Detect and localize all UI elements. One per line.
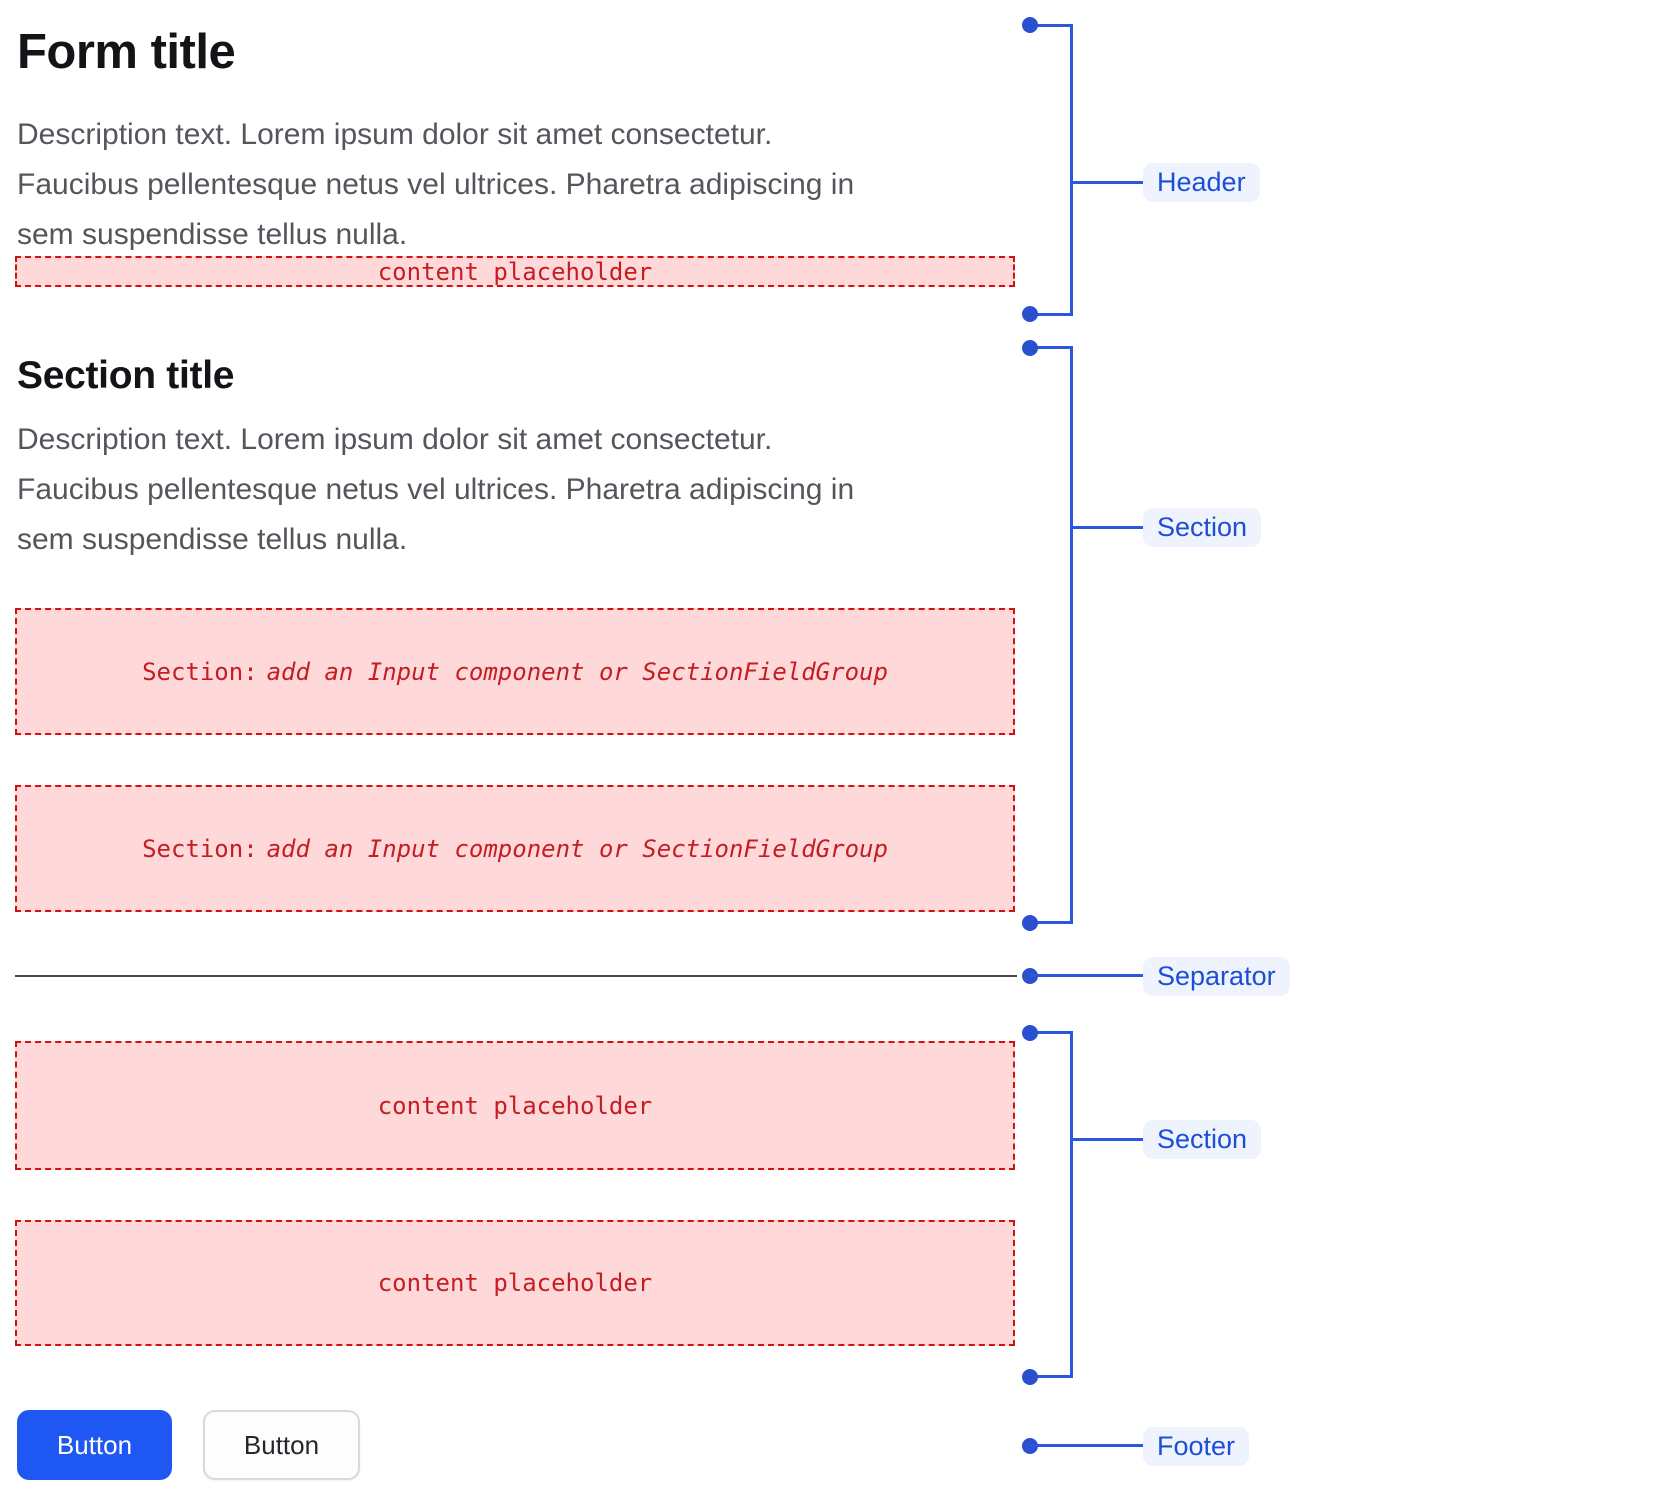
placeholder-label: content placeholder <box>377 257 653 286</box>
section-bracket-bottom-arm <box>1030 1375 1073 1378</box>
placeholder-label: Section: <box>142 657 258 686</box>
form-description: Description text. Lorem ipsum dolor sit … <box>17 110 854 260</box>
placeholder-label: content placeholder <box>377 1269 653 1297</box>
secondary-button[interactable]: Button <box>203 1410 360 1480</box>
annotation-label-section-1: Section <box>1143 508 1262 547</box>
content-placeholder-box: content placeholder <box>15 1220 1015 1346</box>
placeholder-detail: add an Input component or SectionFieldGr… <box>266 657 888 686</box>
content-placeholder-box: content placeholder <box>15 1041 1015 1170</box>
connector-dot <box>1022 17 1038 33</box>
button-label: Button <box>243 1429 320 1460</box>
section-bracket-vertical-line <box>1070 346 1073 924</box>
section-field-placeholder-box: Section: add an Input component or Secti… <box>15 608 1015 735</box>
description-line: sem suspendisse tellus nulla. <box>17 218 408 251</box>
header-bracket-vertical-line <box>1070 24 1073 316</box>
section-field-placeholder-box: Section: add an Input component or Secti… <box>15 785 1015 912</box>
annotation-label-footer: Footer <box>1143 1427 1250 1466</box>
header-content-placeholder-box: content placeholder <box>15 256 1015 287</box>
separator-line <box>15 975 1017 977</box>
annotation-label-section-2: Section <box>1143 1120 1262 1159</box>
placeholder-label: content placeholder <box>377 1091 653 1120</box>
footer-label-connector-line <box>1030 1444 1143 1447</box>
section-bracket-bottom-arm <box>1030 921 1073 924</box>
placeholder-label: Section: <box>142 834 258 863</box>
separator-label-connector-line <box>1030 974 1143 977</box>
header-label-connector-line <box>1071 181 1143 184</box>
section-title: Section title <box>17 354 235 397</box>
header-bracket-top-arm <box>1030 24 1073 27</box>
connector-dot <box>1022 1369 1038 1385</box>
connector-dot <box>1022 915 1038 931</box>
description-line: Faucibus pellentesque netus vel ultrices… <box>17 168 855 201</box>
section-bracket-vertical-line <box>1070 1031 1073 1378</box>
section-label-connector-line <box>1071 1138 1143 1141</box>
header-bracket-bottom-arm <box>1030 313 1073 316</box>
connector-dot <box>1022 340 1038 356</box>
section-description: Description text. Lorem ipsum dolor sit … <box>17 415 854 565</box>
form-title: Form title <box>17 25 236 79</box>
section-bracket-top-arm <box>1030 1031 1073 1034</box>
button-label: Button <box>56 1429 133 1460</box>
description-line: Description text. Lorem ipsum dolor sit … <box>17 423 773 456</box>
connector-dot <box>1022 306 1038 322</box>
description-line: sem suspendisse tellus nulla. <box>17 523 408 556</box>
annotation-label-header: Header <box>1143 163 1260 202</box>
description-line: Faucibus pellentesque netus vel ultrices… <box>17 473 855 506</box>
section-bracket-top-arm <box>1030 346 1073 349</box>
primary-button[interactable]: Button <box>17 1410 172 1480</box>
connector-dot <box>1022 1025 1038 1041</box>
section-label-connector-line <box>1071 526 1143 529</box>
annotation-label-separator: Separator <box>1143 957 1290 996</box>
placeholder-detail: add an Input component or SectionFieldGr… <box>266 834 888 863</box>
description-line: Description text. Lorem ipsum dolor sit … <box>17 118 773 151</box>
